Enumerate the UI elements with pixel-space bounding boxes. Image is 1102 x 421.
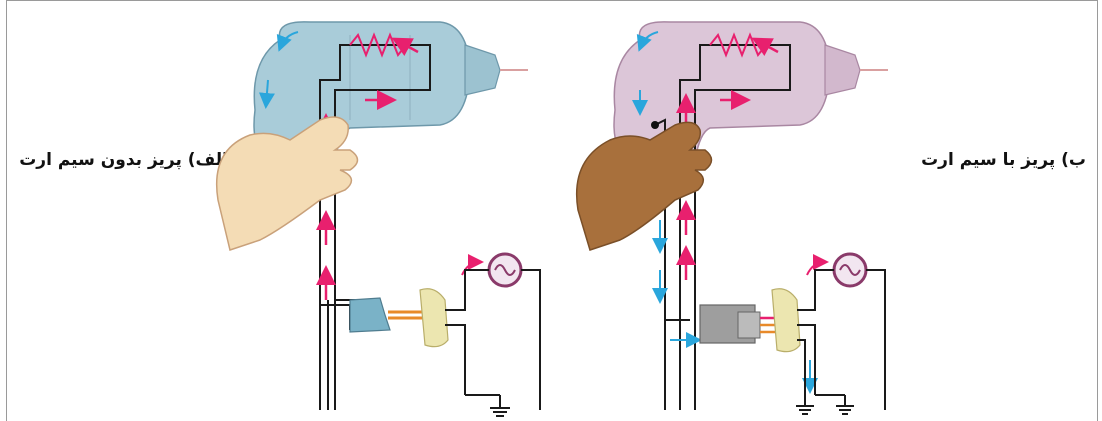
ac-source-icon	[487, 252, 523, 288]
earthed-plug	[699, 304, 761, 344]
caption-without-earth: الف) پریز بدون سیم ارت	[19, 150, 228, 170]
diagram-without-earth	[215, 21, 541, 417]
ground-icon	[815, 394, 854, 415]
panel-without-earth	[200, 0, 600, 421]
leakage-arrows	[632, 31, 818, 394]
caption-with-earth: ب) پریز با سیم ارت	[921, 150, 1086, 170]
hand	[575, 121, 713, 251]
socket	[771, 288, 801, 353]
plug	[349, 297, 391, 333]
diagram-with-earth	[575, 21, 888, 415]
socket	[419, 288, 449, 348]
earth-connection-point	[651, 121, 659, 129]
supply-wires	[445, 269, 541, 410]
figure-frame	[6, 0, 1098, 421]
ground-icon	[796, 400, 814, 415]
ground-icon	[465, 394, 510, 417]
ac-source-icon	[832, 252, 868, 288]
hand	[215, 116, 359, 251]
supply-wires	[797, 269, 886, 410]
panel-with-earth	[560, 0, 920, 421]
